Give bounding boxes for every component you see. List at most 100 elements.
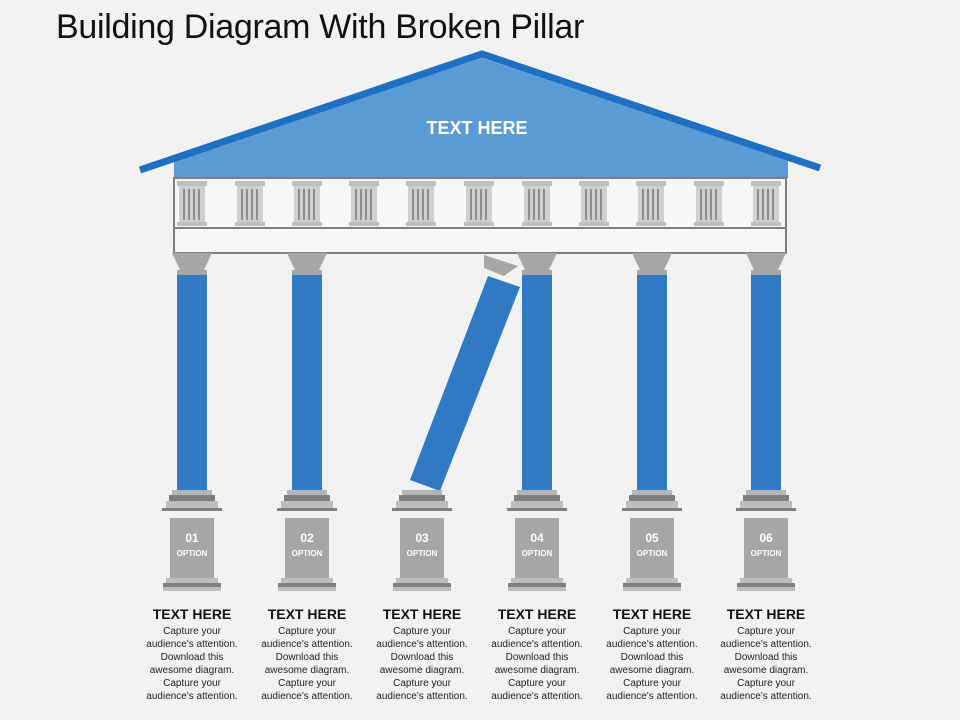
baluster bbox=[522, 181, 552, 226]
baluster-flute bbox=[360, 189, 362, 220]
baluster-base bbox=[694, 222, 724, 226]
pillar-pedestal-floor bbox=[393, 587, 451, 591]
baluster-flute bbox=[705, 189, 707, 220]
pillar-pedestal bbox=[744, 518, 788, 580]
pillar-capital bbox=[746, 253, 786, 270]
pillar-base-ring bbox=[746, 490, 786, 495]
baluster-flute bbox=[652, 189, 654, 220]
pillar-base-plinth bbox=[511, 501, 563, 508]
baluster-cap bbox=[694, 181, 724, 186]
roof-fill bbox=[174, 58, 788, 178]
baluster-flute bbox=[355, 189, 357, 220]
pillar-option: OPTION bbox=[750, 549, 782, 558]
description-line: Download this bbox=[275, 652, 339, 663]
baluster-flute bbox=[183, 189, 185, 220]
pillar-shaft bbox=[522, 275, 552, 490]
pillar-number: 05 bbox=[645, 531, 659, 545]
description-line: Capture your bbox=[508, 678, 566, 689]
pillar-pedestal-foot bbox=[737, 583, 795, 587]
baluster-flute bbox=[710, 189, 712, 220]
baluster-flute bbox=[198, 189, 200, 220]
description-line: Capture your bbox=[163, 678, 221, 689]
pillar-pedestal-floor bbox=[737, 587, 795, 591]
baluster-flute bbox=[427, 189, 429, 220]
pillar-capital bbox=[517, 253, 557, 270]
pillar-pedestal-step bbox=[740, 578, 792, 583]
description-heading: TEXT HERE bbox=[612, 606, 692, 622]
pillar-shaft bbox=[292, 275, 322, 490]
description-heading: TEXT HERE bbox=[497, 606, 577, 622]
pillar-group bbox=[162, 253, 796, 591]
baluster-flute bbox=[772, 189, 774, 220]
pillar-capital bbox=[172, 253, 212, 270]
pillar-pedestal bbox=[630, 518, 674, 580]
pillar-03 bbox=[392, 255, 520, 591]
baluster-base bbox=[522, 222, 552, 226]
description-heading: TEXT HERE bbox=[152, 606, 232, 622]
pillar-number: 01 bbox=[185, 531, 199, 545]
baluster-base bbox=[579, 222, 609, 226]
pillar-pedestal bbox=[400, 518, 444, 580]
pillar-number: 03 bbox=[415, 531, 429, 545]
pillar-base-ring-dark bbox=[629, 495, 675, 501]
baluster-flute bbox=[241, 189, 243, 220]
pillar-base-line bbox=[277, 508, 337, 511]
baluster-flute bbox=[767, 189, 769, 220]
description-line: audience's attention. bbox=[376, 639, 468, 650]
pillar-pedestal-foot bbox=[508, 583, 566, 587]
baluster-body bbox=[696, 186, 722, 223]
pillar-pedestal-foot bbox=[278, 583, 336, 587]
baluster-cap bbox=[406, 181, 436, 186]
baluster-body bbox=[638, 186, 664, 223]
baluster-flute bbox=[251, 189, 253, 220]
baluster-flute bbox=[412, 189, 414, 220]
description-line: audience's attention. bbox=[146, 639, 238, 650]
baluster-cap bbox=[636, 181, 666, 186]
pillar-base-ring bbox=[632, 490, 672, 495]
baluster-flute bbox=[543, 189, 545, 220]
pillar-pedestal-foot bbox=[393, 583, 451, 587]
baluster-flute bbox=[422, 189, 424, 220]
baluster-flute bbox=[470, 189, 472, 220]
pillar-pedestal-step bbox=[511, 578, 563, 583]
description-line: audience's attention. bbox=[720, 639, 812, 650]
baluster-base bbox=[406, 222, 436, 226]
pillar-base-line bbox=[622, 508, 682, 511]
baluster-flute bbox=[480, 189, 482, 220]
baluster-flute bbox=[757, 189, 759, 220]
pillar-capital-neck bbox=[637, 270, 667, 275]
pillar-base-ring-dark bbox=[169, 495, 215, 501]
pillar-capital-neck bbox=[751, 270, 781, 275]
baluster-cap bbox=[235, 181, 265, 186]
pillar-number: 04 bbox=[530, 531, 544, 545]
baluster-flute bbox=[188, 189, 190, 220]
description-line: awesome diagram. bbox=[723, 665, 809, 676]
baluster-body bbox=[408, 186, 434, 223]
pillar-06 bbox=[736, 253, 796, 591]
description-line: audience's attention. bbox=[720, 691, 812, 702]
description-line: Capture your bbox=[623, 626, 681, 637]
pillar-pedestal bbox=[285, 518, 329, 580]
baluster bbox=[579, 181, 609, 226]
baluster-flute bbox=[485, 189, 487, 220]
pillar-pedestal-floor bbox=[623, 587, 681, 591]
entablature-architrave bbox=[173, 227, 787, 254]
pillar-base-plinth bbox=[396, 501, 448, 508]
description-line: Download this bbox=[160, 652, 224, 663]
pillar-base-ring-dark bbox=[284, 495, 330, 501]
pillar-base-line bbox=[392, 508, 452, 511]
roof-text: TEXT HERE bbox=[426, 118, 528, 138]
baluster-flute bbox=[762, 189, 764, 220]
baluster-flute bbox=[700, 189, 702, 220]
pillar-shaft bbox=[751, 275, 781, 490]
pillar-01 bbox=[162, 253, 222, 591]
baluster-cap bbox=[177, 181, 207, 186]
pillar-base-ring bbox=[517, 490, 557, 495]
